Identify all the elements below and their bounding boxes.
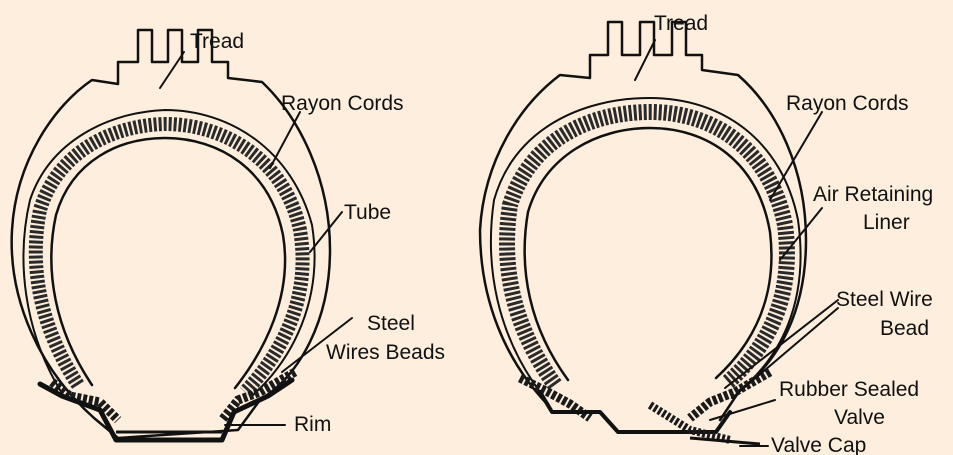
left-tire-bead-left <box>52 382 118 420</box>
label-right-steel-line2: Bead <box>880 317 929 340</box>
right-tire-valve-stem <box>690 438 760 444</box>
leader-left-rayon <box>270 112 300 168</box>
leader-right-tread <box>635 40 655 80</box>
leader-left-tread <box>160 52 184 88</box>
right-tire-valve-body <box>650 405 730 440</box>
right-tire <box>480 22 806 444</box>
leader-right-rubber <box>710 400 775 420</box>
right-tire-air-liner <box>525 128 772 380</box>
label-left-steel-line1: Steel <box>367 312 415 335</box>
label-right-rubber-line2: Valve <box>834 406 885 429</box>
leader-left-tube <box>310 212 342 252</box>
label-left-steel-line2: Wires Beads <box>326 341 445 364</box>
label-left-rim: Rim <box>294 413 331 436</box>
label-right-air-line2: Liner <box>863 211 910 234</box>
left-tire-rayon-cord-band <box>36 124 303 392</box>
label-right-valve-cap: Valve Cap <box>771 434 866 455</box>
label-left-tread: Tread <box>190 30 244 53</box>
label-left-tube: Tube <box>344 201 391 224</box>
label-left-rayon-cords: Rayon Cords <box>281 92 404 115</box>
label-right-air-line1: Air Retaining <box>813 183 933 206</box>
label-right-steel-line1: Steel Wire <box>836 288 933 311</box>
label-right-rayon-cords: Rayon Cords <box>786 92 909 115</box>
label-right-rubber-line1: Rubber Sealed <box>779 378 919 401</box>
label-right-tread: Tread <box>654 12 708 35</box>
left-tire-tube-line <box>51 138 285 388</box>
